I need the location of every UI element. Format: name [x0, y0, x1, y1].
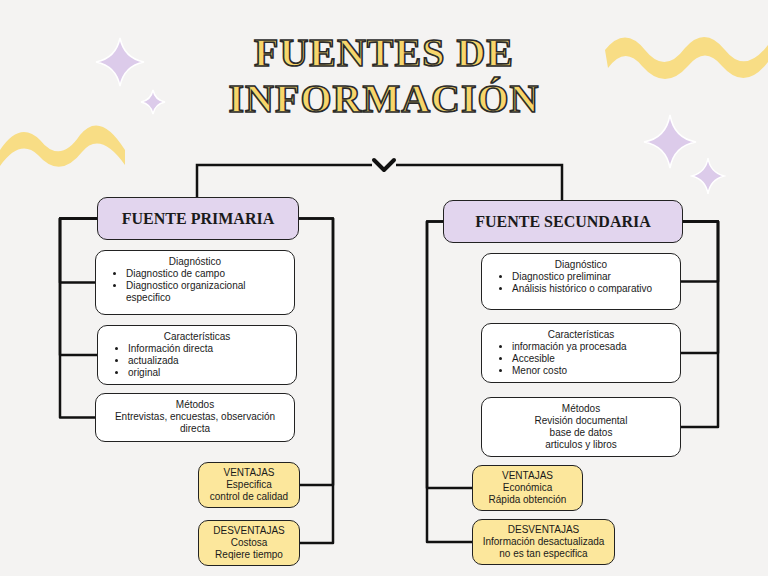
content-box: MétodosEntrevistas, encuestas, observaci… [95, 393, 295, 442]
bullet-list: Diagnostico de campoDiagnostico organiza… [104, 268, 286, 304]
note-heading: DESVENTAJAS [205, 525, 293, 537]
header-box: FUENTE SECUNDARIA [443, 200, 683, 243]
bullet-item: actualizada [128, 355, 288, 367]
squiggle [0, 125, 125, 166]
box-heading: Características [106, 331, 288, 343]
box-line: Entrevistas, encuestas, observación dire… [104, 411, 286, 435]
note-line: Costosa [205, 537, 293, 549]
connector [681, 222, 718, 428]
box-heading: Métodos [104, 399, 286, 411]
header-text: FUENTE PRIMARIA [122, 210, 274, 228]
content-box: DiagnósticoDiagnostico de campoDiagnosti… [95, 250, 295, 315]
box-heading: Características [490, 329, 672, 341]
content-box: DiagnósticoDiagnostico preliminarAnálisi… [481, 253, 681, 310]
sparkle [141, 90, 165, 114]
connector [60, 219, 97, 283]
bullet-item: información ya procesada [512, 341, 672, 353]
connector [681, 222, 718, 282]
bullet-item: Diagnostico de campo [126, 268, 286, 280]
note-heading: VENTAJAS [205, 467, 293, 479]
note-line: Rápida obtención [479, 494, 576, 506]
box-line: Revisión documental [490, 415, 672, 427]
sparkle [644, 115, 696, 168]
connector [60, 219, 97, 418]
connector [60, 219, 97, 356]
note-line: Especifica [205, 479, 293, 491]
note-line: Reqiere tiempo [205, 549, 293, 561]
note-box: DESVENTAJASInformación desactualizadano … [472, 519, 615, 565]
note-line: no es tan especifica [479, 548, 608, 560]
note-box: VENTAJASEspecificacontrol de calidad [198, 462, 300, 508]
bullet-item: Análisis histórico o comparativo [512, 283, 672, 295]
note-box: VENTAJASEconómicaRápida obtención [472, 465, 583, 511]
bullet-list: Diagnostico preliminarAnálisis histórico… [490, 271, 672, 295]
connector [299, 219, 333, 544]
note-box: DESVENTAJASCostosaReqiere tiempo [198, 520, 300, 566]
content-box: CaracterísticasInformación directaactual… [97, 325, 297, 385]
connector [681, 222, 718, 354]
note-line: Información desactualizada [479, 536, 608, 548]
note-heading: DESVENTAJAS [479, 524, 608, 536]
box-line: base de datos [490, 427, 672, 439]
sparkle [692, 158, 724, 194]
connector [427, 222, 472, 489]
bullet-item: Información directa [128, 343, 288, 355]
box-heading: Diagnóstico [490, 259, 672, 271]
connector [299, 219, 333, 486]
bullet-list: información ya procesadaAccesibleMenor c… [490, 341, 672, 377]
note-heading: VENTAJAS [479, 470, 576, 482]
bullet-item: Diagnostico preliminar [512, 271, 672, 283]
title: FUENTES DE INFORMACIÓN [214, 30, 554, 122]
chevron [374, 160, 394, 170]
box-heading: Diagnóstico [104, 256, 286, 268]
sparkle [96, 38, 144, 86]
squiggle [605, 37, 768, 79]
box-heading: Métodos [490, 403, 672, 415]
bullet-item: Diagnostico organizacional especifico [126, 280, 286, 304]
bullet-item: Menor costo [512, 365, 672, 377]
bullet-list: Información directaactualizadaoriginal [106, 343, 288, 379]
note-line: Económica [479, 482, 576, 494]
bullet-item: original [128, 367, 288, 379]
header-box: FUENTE PRIMARIA [97, 197, 299, 240]
connector [427, 222, 472, 543]
box-line: articulos y libros [490, 439, 672, 451]
content-box: Característicasinformación ya procesadaA… [481, 323, 681, 383]
bullet-item: Accesible [512, 353, 672, 365]
content-box: MétodosRevisión documentalbase de datosa… [481, 397, 681, 457]
header-text: FUENTE SECUNDARIA [475, 213, 651, 231]
note-line: control de calidad [205, 491, 293, 503]
